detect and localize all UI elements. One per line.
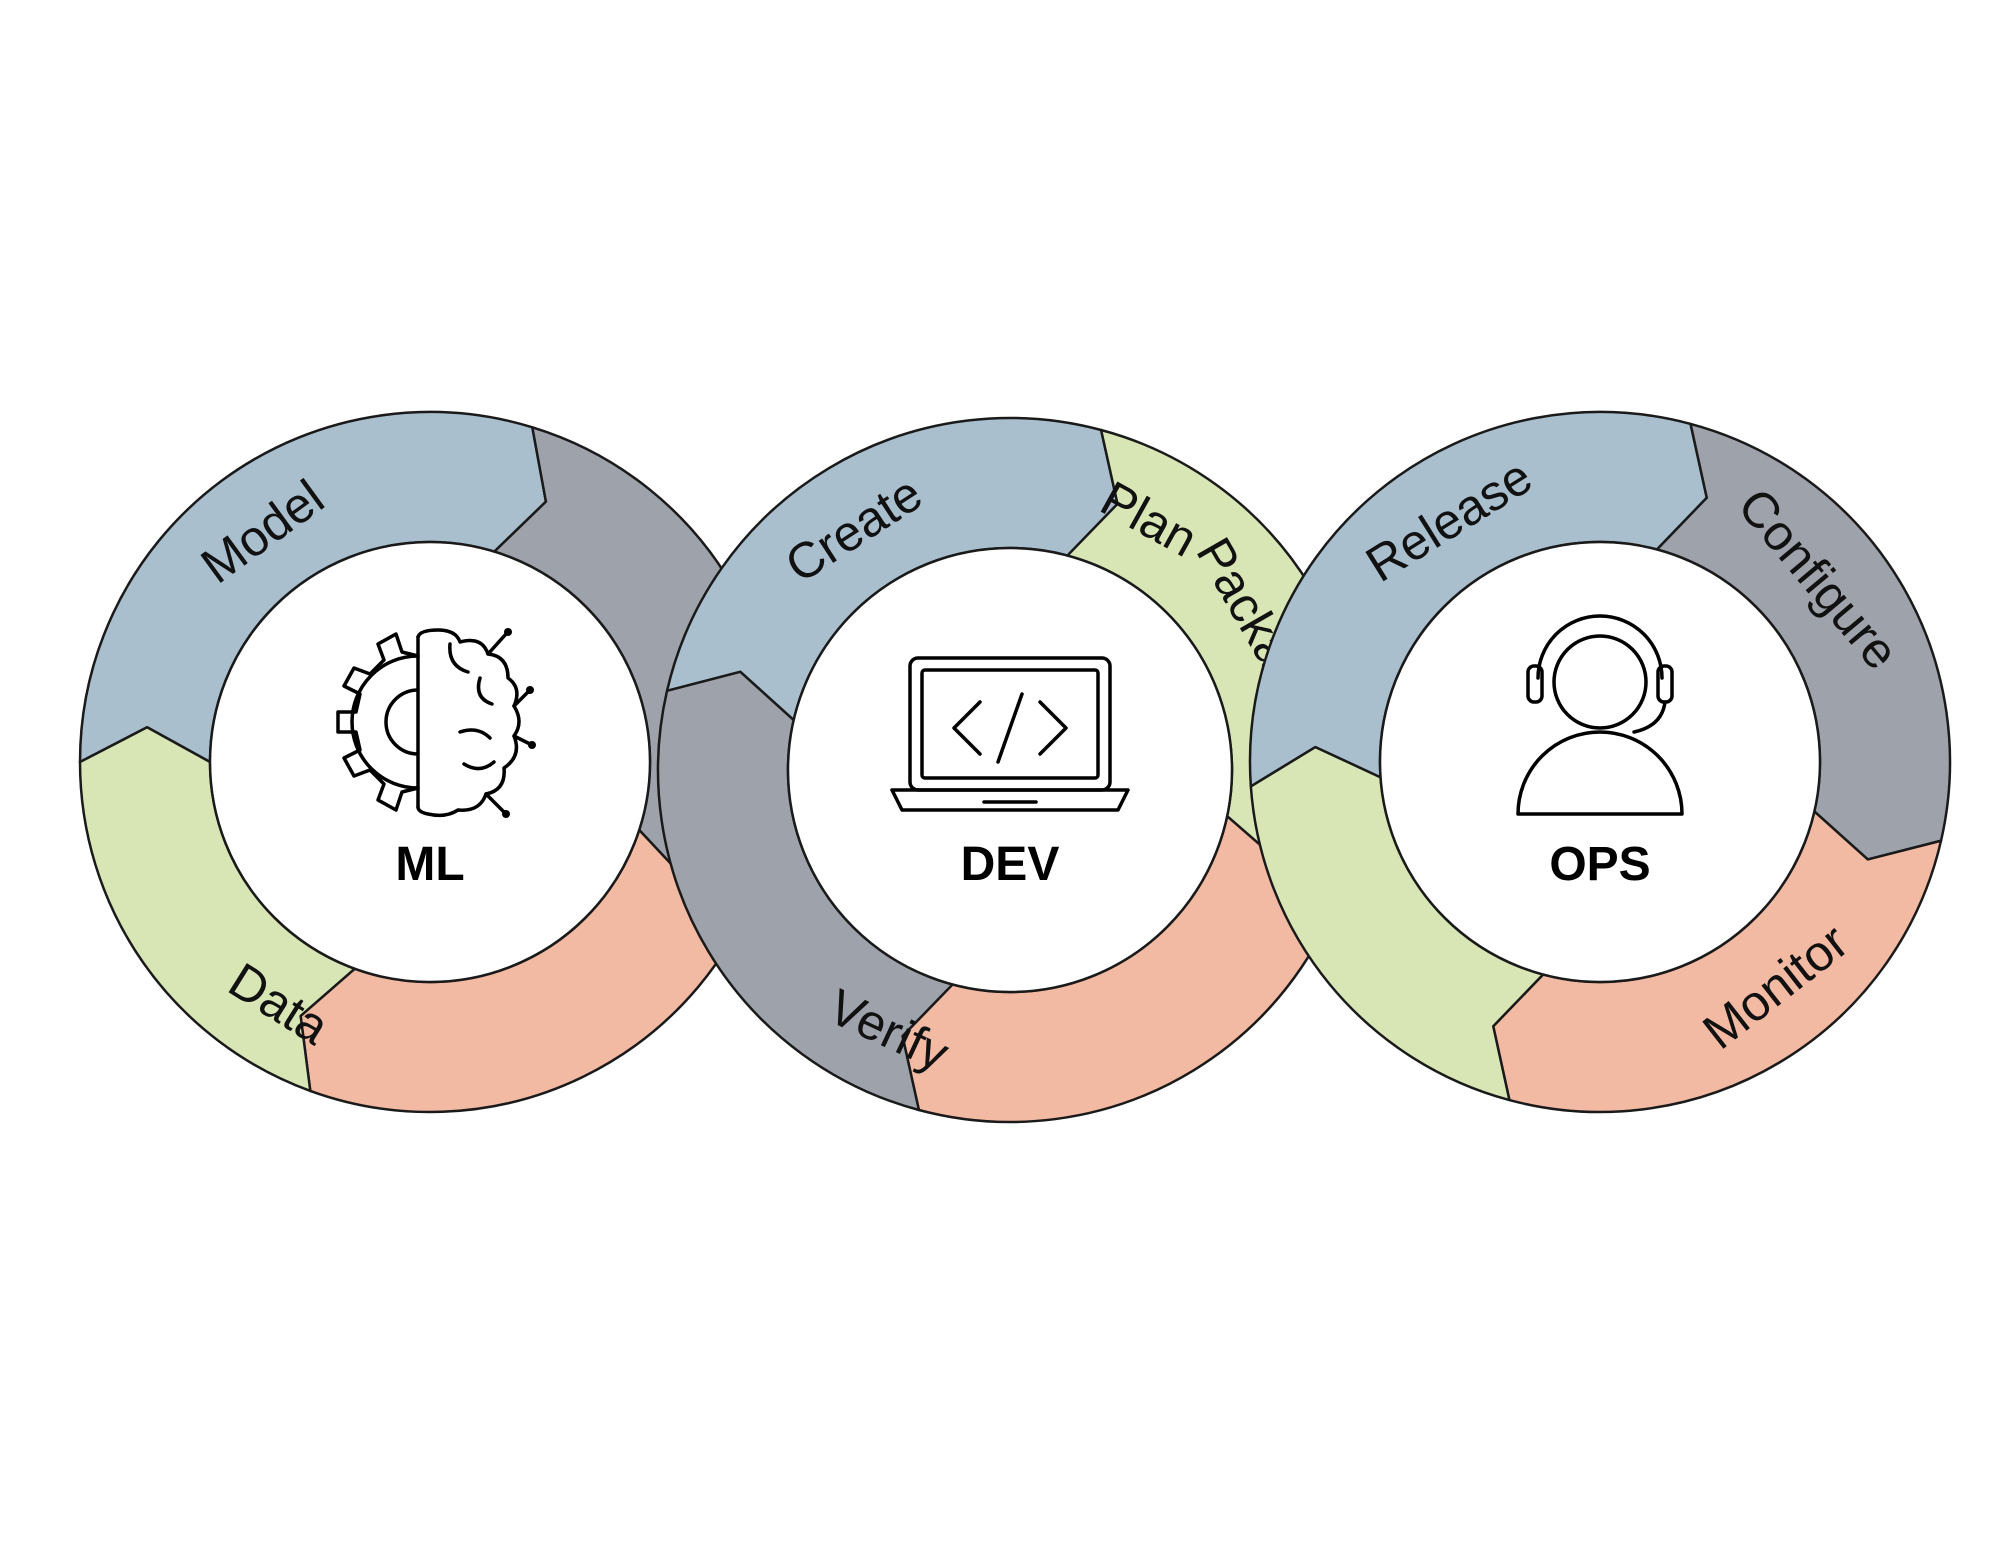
brain-gear-icon bbox=[336, 628, 536, 818]
ops-hub bbox=[1378, 540, 1822, 984]
ml-hub bbox=[208, 540, 652, 984]
dev-hub-label: DEV bbox=[961, 838, 1060, 891]
ops-hub-label: OPS bbox=[1549, 838, 1650, 891]
support-agent-icon bbox=[1516, 614, 1684, 816]
ml-hub-label: ML bbox=[395, 838, 464, 891]
laptop-code-icon bbox=[890, 656, 1130, 812]
dev-hub bbox=[786, 546, 1234, 994]
